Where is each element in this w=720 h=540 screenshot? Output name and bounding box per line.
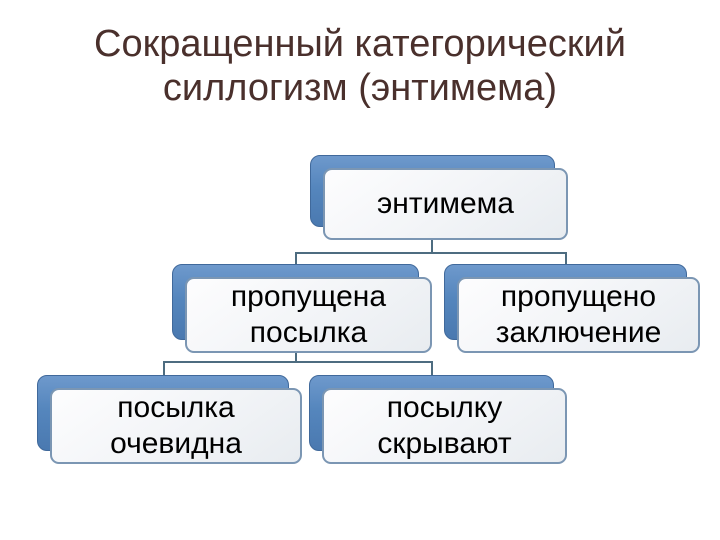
node-panel: посылку скрывают [322,388,567,464]
node-label-line: заключение [495,316,662,349]
node-label-line: скрывают [377,427,512,460]
node-label-line: пропущена [230,280,387,313]
node-label-line: посылка [249,316,368,349]
node-label-line: очевидна [110,427,242,460]
node-missing-conclusion[interactable]: пропущено заключение [444,264,700,353]
node-label-line: пропущено [500,280,657,313]
node-enthymeme[interactable]: энтимема [310,155,568,240]
node-panel: энтимема [323,168,568,240]
node-panel: пропущено заключение [457,277,700,353]
node-panel: пропущена посылка [185,277,432,353]
node-missing-premise[interactable]: пропущена посылка [172,264,432,353]
slide-title-line1: Сокращенный категорический [94,23,626,65]
slide-title-line2: силлогизм (энтимема) [162,67,558,110]
node-label-line: посылка [117,391,235,424]
node-premise-hidden[interactable]: посылку скрывают [309,375,567,464]
node-premise-obvious[interactable]: посылка очевидна [37,375,302,464]
node-label-line: посылку [386,391,503,424]
node-panel: посылка очевидна [50,388,302,464]
node-label-line: энтимема [377,187,514,220]
slide-title: Сокращенный категорический силлогизм (эн… [0,22,720,110]
